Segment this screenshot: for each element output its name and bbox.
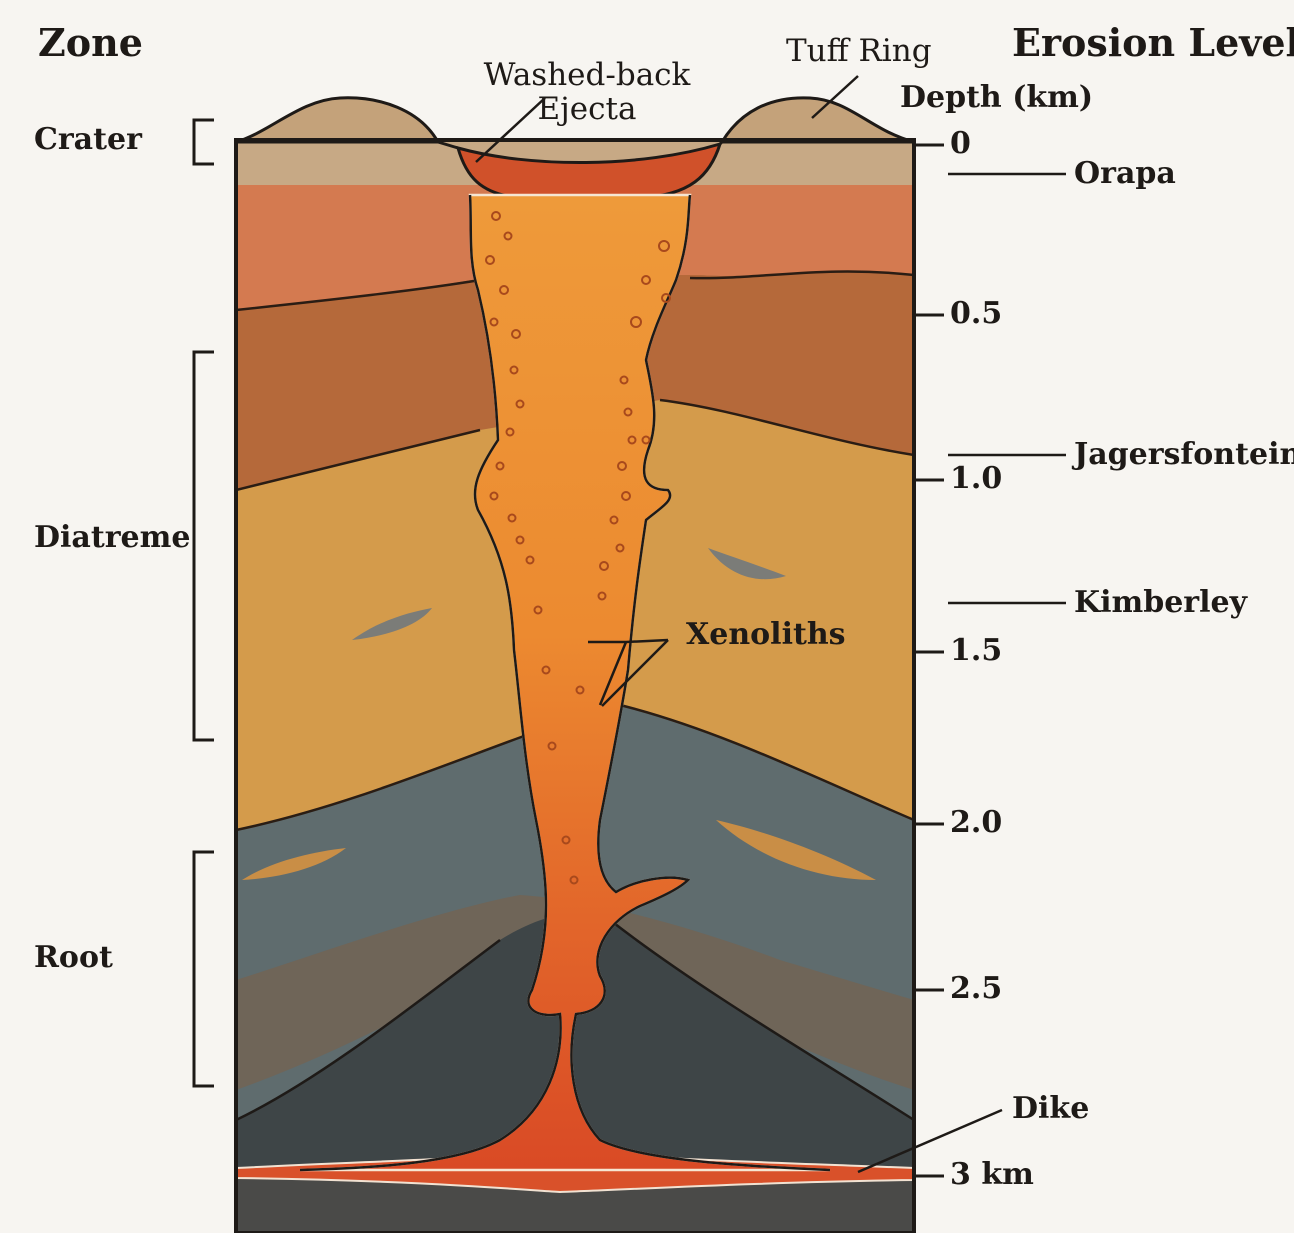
- depth-tick-1-5: 1.5: [950, 633, 1002, 668]
- depth-tick-3: 3 km: [950, 1157, 1034, 1192]
- zone-brackets: [194, 120, 214, 1086]
- depth-tick-0: 0: [950, 126, 971, 161]
- tuff-ring-left: [236, 98, 438, 142]
- depth-axis-ticks: [914, 145, 944, 1176]
- zone-header: Zone: [38, 20, 143, 65]
- zone-diatreme: Diatreme: [34, 520, 190, 555]
- zone-crater: Crater: [34, 122, 142, 157]
- washed-back-line2: Ejecta: [480, 92, 694, 126]
- washed-back-ejecta-label: Washed-back Ejecta: [480, 58, 694, 126]
- depth-tick-2-5: 2.5: [950, 971, 1002, 1006]
- depth-axis-title: Depth (km): [900, 80, 1093, 115]
- dike-label: Dike: [1012, 1092, 1089, 1126]
- bracket-root: [194, 852, 214, 1086]
- depth-tick-2-0: 2.0: [950, 805, 1002, 840]
- washed-back-line1: Washed-back: [480, 58, 694, 92]
- depth-tick-1-0: 1.0: [950, 461, 1002, 496]
- bracket-crater: [194, 120, 214, 164]
- erosion-kimberley: Kimberley: [1074, 585, 1247, 620]
- tuff-ring-label: Tuff Ring: [786, 34, 932, 68]
- xenoliths-label: Xenoliths: [686, 618, 846, 652]
- depth-tick-0-5: 0.5: [950, 296, 1002, 331]
- bracket-diatreme: [194, 352, 214, 740]
- erosion-orapa: Orapa: [1074, 156, 1176, 191]
- erosion-jagersfontein: Jagersfontein: [1074, 437, 1294, 472]
- erosion-level-header: Erosion Level: [1012, 20, 1294, 65]
- tuff-ring-right: [722, 98, 914, 142]
- zone-root: Root: [34, 940, 113, 975]
- erosion-level-lines: [948, 174, 1066, 603]
